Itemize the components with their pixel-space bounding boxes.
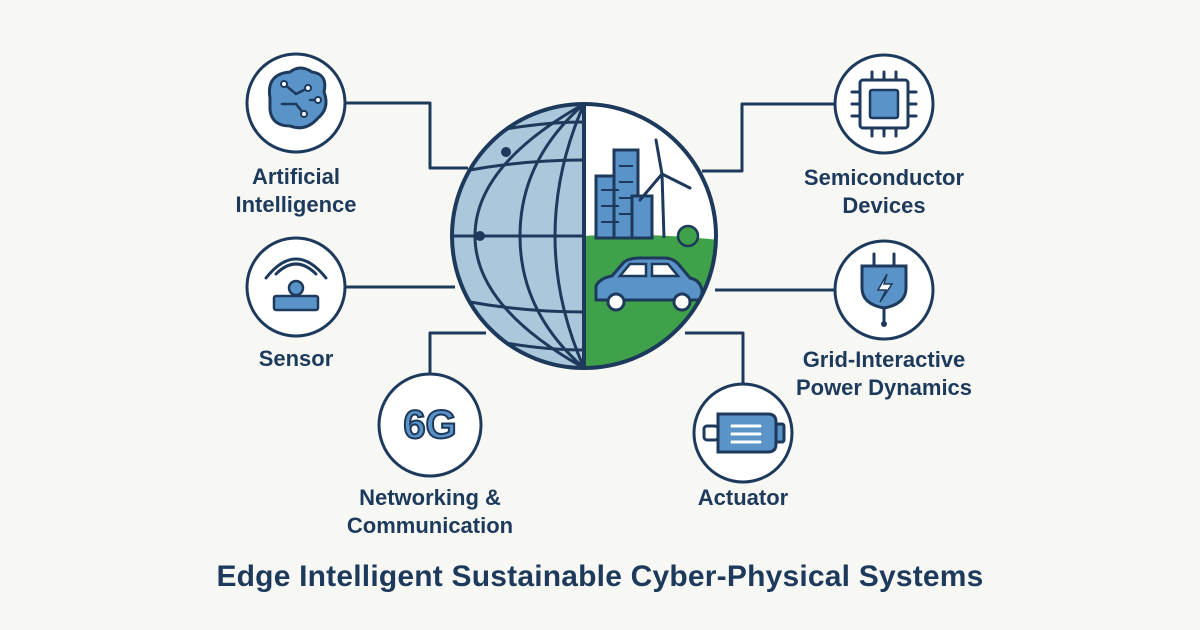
grid-label: Grid-Interactive Power Dynamics [764, 346, 1004, 402]
actuator-label: Actuator [643, 484, 843, 512]
semiconductor-label-line1: Semiconductor [803, 165, 965, 190]
connector-ai [346, 101, 468, 170]
sensor-node [245, 236, 347, 338]
connector-actuator [685, 331, 745, 388]
grid-node [833, 239, 935, 341]
actuator-label-line1: Actuator [697, 485, 789, 510]
semiconductor-label-line2: Devices [842, 193, 926, 218]
semiconductor-label: Semiconductor Devices [774, 164, 994, 220]
network-label-line1: Networking & [359, 485, 501, 510]
connector-semiconductor [702, 102, 835, 173]
brain-circuit-icon [267, 66, 328, 130]
6g-icon: 6G [402, 402, 457, 448]
network-node [377, 372, 483, 478]
ai-node [245, 52, 347, 154]
grid-label-line2: Power Dynamics [795, 375, 973, 400]
actuator-node [692, 382, 794, 484]
chip-icon [850, 70, 918, 138]
diagram-title: Edge Intelligent Sustainable Cyber-Physi… [216, 560, 984, 593]
ai-label-line1: Artificial [251, 164, 341, 189]
globe-city-icon [450, 102, 718, 370]
actuator-icon [702, 412, 786, 454]
ai-label-line2: Intelligence [235, 192, 357, 217]
sensor-label-line1: Sensor [258, 346, 334, 371]
power-plug-icon [860, 252, 908, 327]
network-label-line2: Communication [346, 513, 514, 538]
semiconductor-node [833, 53, 935, 155]
grid-label-line1: Grid-Interactive [802, 347, 966, 372]
sensor-signal-icon [264, 257, 328, 312]
ai-label: Artificial Intelligence [196, 163, 396, 219]
sensor-label: Sensor [196, 345, 396, 373]
network-label: Networking & Communication [310, 484, 550, 540]
